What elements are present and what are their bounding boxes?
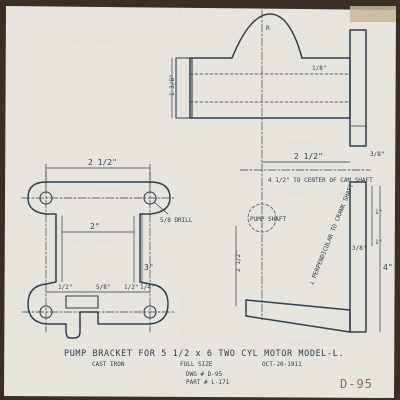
part-number: PART # L-171 — [186, 379, 230, 386]
dim-hole-drill: 5/8 DRILL — [160, 217, 193, 224]
dim-bottom-mid: 5/8" — [96, 284, 110, 291]
side-tapered-foot — [245, 299, 351, 333]
paper-grain — [9, 7, 393, 397]
paper-sheet — [4, 6, 396, 398]
sheet-stamp: D-95 — [340, 377, 373, 391]
dim-bottom-right: 1/2" — [124, 284, 138, 291]
dim-right-4: 4" — [383, 263, 393, 272]
dim-right-1: 1" — [375, 209, 382, 216]
side-vertical-post — [349, 181, 367, 333]
dim-bottom-small: 1/4" — [140, 284, 154, 291]
front-dimensions: 2 1/2" 2" 5/8 DRILL 3" 1/2" 5/8" 1/2" 1/… — [45, 158, 193, 293]
side-left-boss — [175, 57, 193, 119]
dim-side-height: 1 3/8" — [169, 74, 176, 96]
drawing-title: PUMP BRACKET FOR 5 1/2 x 6 TWO CYL MOTOR… — [64, 349, 344, 359]
drawing-scale: FULL SIZE — [180, 361, 213, 368]
dim-right-1-b: 1" — [375, 239, 382, 246]
dim-right-3-8: 3/8" — [352, 245, 366, 252]
title-block: PUMP BRACKET FOR 5 1/2 x 6 TWO CYL MOTOR… — [64, 349, 344, 386]
side-view: PUMP SHAFT — [175, 9, 371, 333]
side-top-body — [189, 13, 351, 119]
dim-2-1-2: 2 1/2" — [235, 250, 242, 272]
dim-right-top: 3/8" — [370, 151, 384, 158]
dim-flange: 1/8" — [312, 65, 326, 72]
dim-height-3: 3" — [144, 263, 154, 272]
dim-center-width: 2" — [90, 222, 100, 231]
dim-bottom-left: 1/2" — [58, 284, 72, 291]
dim-radius: R — [266, 25, 270, 32]
dim-side-width: 2 1/2" — [294, 152, 323, 161]
front-view — [21, 171, 177, 339]
dim-top-width: 2 1/2" — [88, 158, 117, 167]
bottom-lug — [65, 295, 99, 309]
drawing-date: OCT-20-1911 — [262, 361, 302, 368]
side-right-flange-top — [349, 29, 367, 147]
pump-shaft-label: PUMP SHAFT — [250, 216, 287, 223]
drawing-number: DWG # D-95 — [186, 371, 223, 378]
drawing-material: CAST IRON — [92, 361, 125, 368]
tape-top-right — [350, 6, 396, 22]
cam-shaft-note: 4 1/2" TO CENTER OF CAM SHAFT — [268, 177, 373, 184]
